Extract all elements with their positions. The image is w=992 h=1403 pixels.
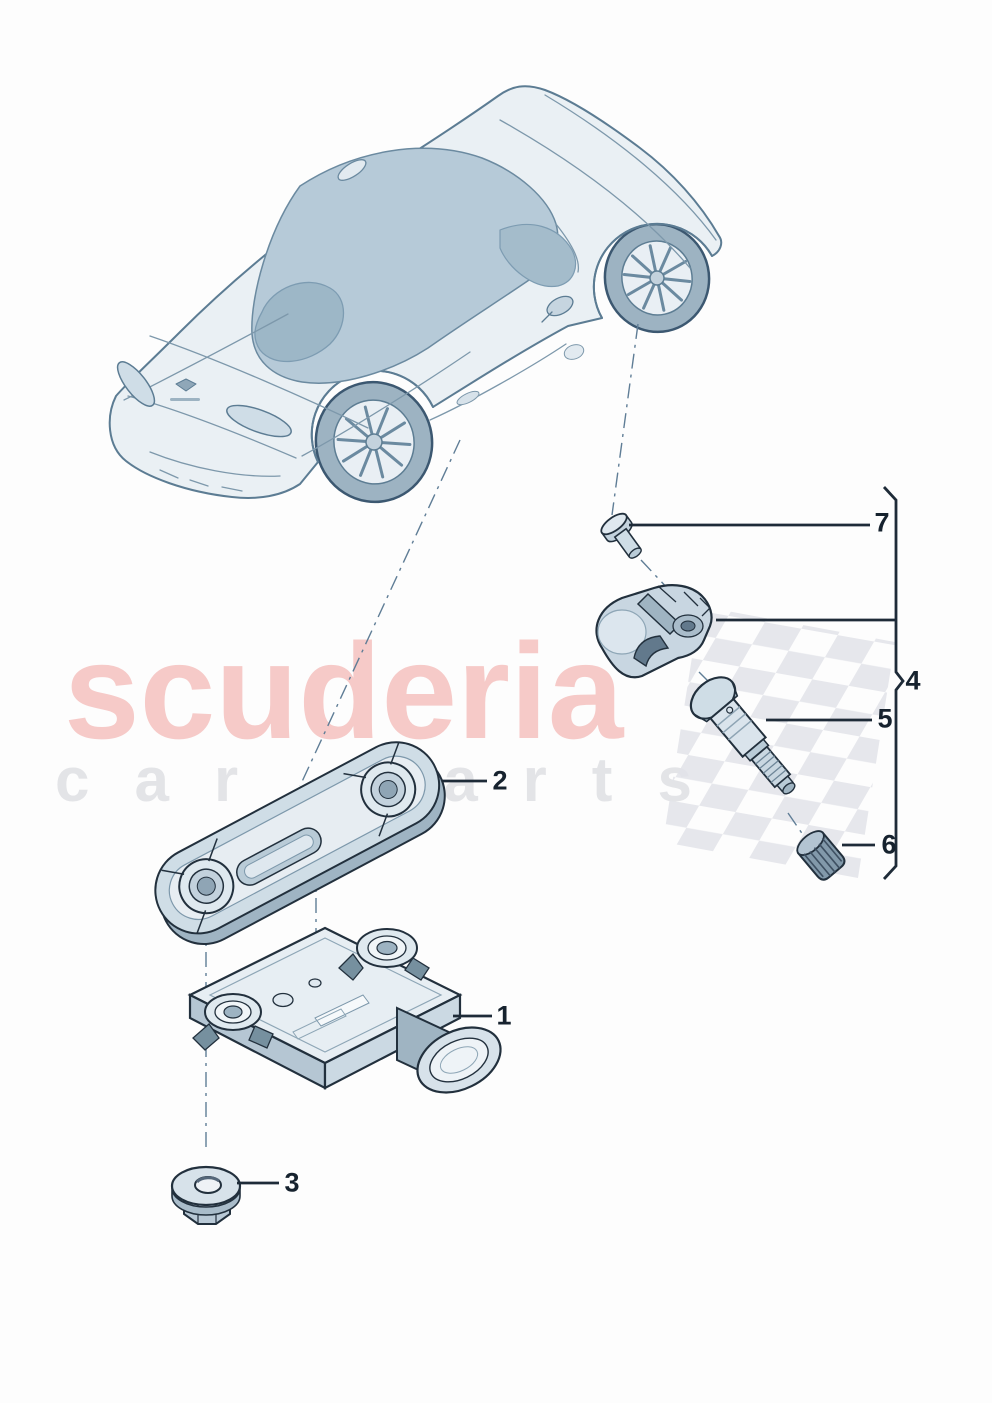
callout-label-5[interactable]: 5 [877,703,893,734]
car-rear-window [254,281,344,363]
car-illustration [108,85,723,504]
module-boss-top [338,928,430,981]
car-side-glass [499,223,577,288]
bracket-boss-left [161,838,235,934]
callout-label-2[interactable]: 2 [492,765,508,796]
car-mirror [546,295,574,317]
callout-label-6[interactable]: 6 [881,829,897,860]
callout-label-3[interactable]: 3 [284,1167,300,1198]
car-badge-lettering [170,398,200,401]
car-hood-lines [499,94,717,273]
tpms-sensor-drawing[interactable] [595,584,713,679]
bracket-boss-right [343,741,417,837]
car-badge [175,378,197,392]
car-taillight-left [116,361,156,407]
part-2-bracket-drawing[interactable] [140,727,460,959]
checkered-flag-backdrop [663,606,895,878]
car-fuel-cap [563,344,585,360]
part-1-control-module-drawing[interactable] [187,926,511,1105]
callout-label-7[interactable]: 7 [874,507,890,538]
callout-label-4[interactable]: 4 [905,665,921,696]
car-antenna-fin [337,159,367,181]
car-taillight-right [226,404,292,438]
rear-left-wheel [314,380,434,504]
group-4-bracket [882,486,905,880]
module-boss-left [192,993,274,1051]
assembly-centerlines [205,323,811,1150]
car-door-handle [456,390,480,406]
part-7-valve-screw-drawing[interactable] [598,510,649,565]
part-3-nut-drawing[interactable] [170,1165,242,1225]
front-right-wheel [603,222,711,334]
callout-leader-lines [237,486,905,1185]
part-6-valve-cap-drawing[interactable] [793,827,847,883]
module-connector [396,1006,502,1094]
callout-label-1[interactable]: 1 [496,1000,512,1031]
part-5-valve-stem-drawing[interactable] [683,669,811,808]
